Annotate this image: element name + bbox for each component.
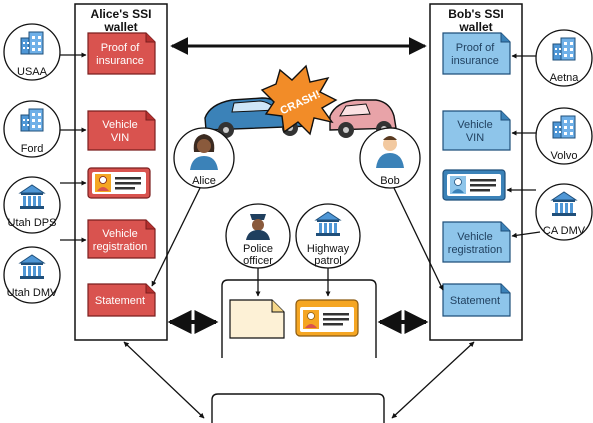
bob-id-card [442,169,506,201]
police-officer: Police officer [225,203,291,269]
person-alice: Alice [173,127,235,189]
person-icon [376,136,404,168]
issuer-volvo: Volvo [535,107,593,165]
alice-wallet-subtitle: wallet [103,20,137,34]
svg-text:Highway: Highway [307,243,350,255]
alice-id-card [87,167,151,199]
svg-text:Vehicle: Vehicle [102,228,137,240]
svg-text:Vehicle: Vehicle [102,119,137,131]
svg-text:Statement: Statement [95,295,145,307]
alice-doc-proof-of-insurance: Proof of insurance [87,32,156,75]
issuer-ford: Ford [3,100,61,158]
svg-text:Utah DMV: Utah DMV [7,287,58,299]
svg-text:Ford: Ford [21,143,44,155]
svg-text:Vehicle: Vehicle [457,231,492,243]
alice-doc-vehicle-registration: Vehicle registration [87,219,156,259]
svg-text:Aetna: Aetna [550,72,580,84]
issuer-aetna: Aetna [535,29,593,87]
person-icon [190,134,218,170]
bob-doc-proof-of-insurance: Proof of insurance [442,32,511,75]
alice-doc-vehicle-vin: Vehicle VIN [87,110,156,151]
svg-text:officer: officer [243,255,273,267]
issuance-arrows [60,52,541,243]
bob-doc-statement: Statement [442,283,511,317]
svg-text:Vehicle: Vehicle [457,119,492,131]
person-bob: Bob [359,127,421,189]
issuer-utah-dps: Utah DPS [3,176,61,234]
svg-text:Volvo: Volvo [551,150,578,162]
svg-text:Alice: Alice [192,175,216,187]
document-icon [229,299,285,339]
alice-doc-statement: Statement [87,283,156,317]
id-card-icon [295,299,359,337]
issuer-ca-dmv: CA DMV [535,183,593,241]
svg-text:insurance: insurance [96,55,144,67]
alice-bottom-arrow [123,341,205,419]
alice-wallet-title: Alice's SSI [91,7,152,21]
svg-text:Bob: Bob [380,175,400,187]
bob-doc-vehicle-registration: Vehicle registration [442,221,511,263]
svg-text:Utah DPS: Utah DPS [8,217,57,229]
svg-text:insurance: insurance [451,55,499,67]
bob-to-statement-arrow [393,187,444,291]
issuer-usaa: USAA [3,23,61,81]
issuer-utah-dmv: Utah DMV [3,246,61,304]
svg-text:CA DMV: CA DMV [543,225,586,237]
svg-text:registration: registration [93,241,147,253]
bob-doc-vehicle-vin: Vehicle VIN [442,110,511,151]
svg-text:VIN: VIN [466,132,484,144]
bob-wallet-subtitle: wallet [458,20,492,34]
svg-text:USAA: USAA [17,66,48,78]
person-icon [246,214,270,240]
bob-bottom-arrow [391,341,475,419]
highway-patrol: Highway patrol [295,203,361,269]
svg-text:VIN: VIN [111,132,129,144]
bob-wallet-title: Bob's SSI [448,7,504,21]
crash-burst-icon: CRASH! [260,64,338,136]
svg-text:Statement: Statement [450,295,500,307]
svg-text:Police: Police [243,243,273,255]
svg-text:Proof of: Proof of [456,42,495,54]
bottom-box [211,393,385,423]
svg-text:Proof of: Proof of [101,42,140,54]
svg-text:patrol: patrol [314,255,342,267]
alice-to-statement-arrow [151,187,201,287]
svg-text:registration: registration [448,244,502,256]
